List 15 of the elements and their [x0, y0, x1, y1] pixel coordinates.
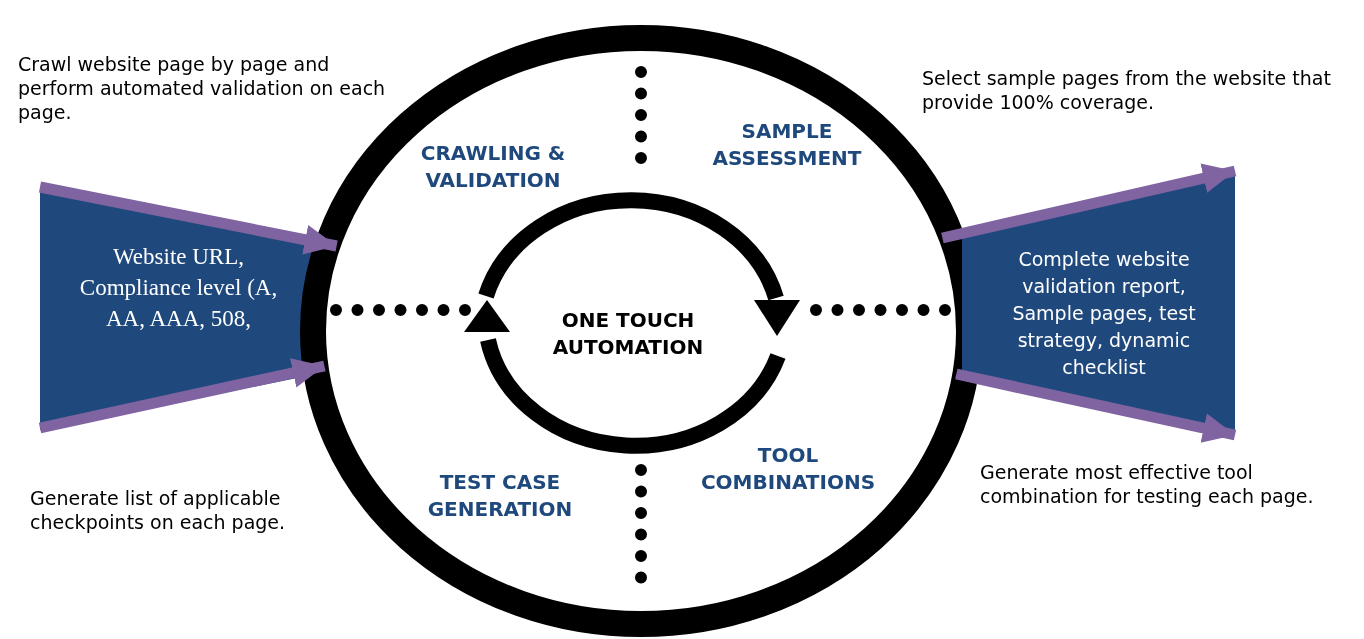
stage-label: TEST CASE GENERATION	[426, 469, 574, 523]
description-text: Generate list of applicable checkpoints on each page.	[30, 486, 287, 534]
description-text: Select sample pages from the website that provide 100% coverage.	[922, 66, 1332, 114]
arrow	[38, 181, 338, 255]
node-text: Complete website validation report, Sample pages, test strategy, dynamic checklist	[1011, 247, 1197, 380]
arrow	[941, 163, 1237, 244]
description-text: Crawl website page by page and perform automated validation on each page.	[18, 52, 386, 124]
center-label: ONE TOUCH AUTOMATION	[551, 307, 705, 361]
description-text: Generate most effective tool combination for testing each page.	[980, 460, 1315, 508]
stage-label: SAMPLE ASSESSMENT	[711, 118, 863, 172]
node-text: Website URL, Compliance level (A, AA, AAA, 508,	[78, 243, 279, 333]
stage-label: CRAWLING & VALIDATION	[419, 140, 567, 194]
arrow	[955, 368, 1237, 443]
stage-label: TOOL COMBINATIONS	[699, 442, 877, 496]
arrow	[38, 358, 326, 434]
